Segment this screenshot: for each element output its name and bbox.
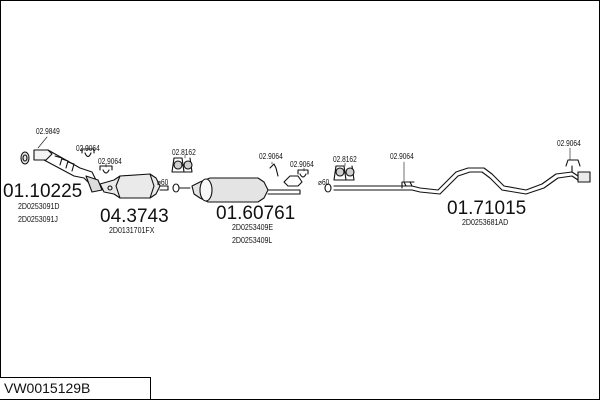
pipe-diameter-1: ⌀60 xyxy=(157,178,169,187)
oem-code-1b: 2D0253091J xyxy=(18,215,58,224)
accessory-code-1: 02.9849 xyxy=(36,127,60,136)
oem-code-3a: 2D0253409E xyxy=(232,223,274,232)
clamp-rear xyxy=(401,181,415,189)
assembly-id-box: VW0015129B xyxy=(0,377,151,399)
pipe-diameter-2: ⌀60 xyxy=(318,178,330,187)
accessory-code-7: 02.8162 xyxy=(333,155,357,164)
reference-number-4: 01.71015 xyxy=(447,198,527,219)
rubber-mount-left xyxy=(171,157,193,173)
connector-ring-2 xyxy=(324,183,332,193)
accessory-code-3: 02.9064 xyxy=(98,157,122,166)
assembly-id: VW0015129B xyxy=(4,380,91,396)
front-pipe xyxy=(33,149,103,193)
connector-ring xyxy=(172,183,191,193)
oem-code-4: 2D0253681AD xyxy=(462,218,509,227)
accessory-code-6: 02.9064 xyxy=(290,160,314,169)
accessory-code-5: 02.9064 xyxy=(259,152,283,161)
clamp-mid xyxy=(297,169,309,178)
accessory-code-9: 02.9064 xyxy=(557,139,581,148)
oem-code-2: 2D0131701FX xyxy=(109,226,155,235)
leader-lines xyxy=(37,136,571,182)
reference-number-3: 01.60761 xyxy=(216,203,296,224)
rubber-mount-right xyxy=(333,165,355,181)
catalytic-converter xyxy=(99,173,169,199)
front-flange-ring xyxy=(20,151,30,165)
oem-code-1a: 2D0253091D xyxy=(18,202,60,211)
front-silencer xyxy=(191,177,301,203)
reference-number-1: 01.10225 xyxy=(3,181,83,202)
accessory-code-4: 02.8162 xyxy=(172,148,196,157)
accessory-code-2: 02.9064 xyxy=(76,144,100,153)
hanger-tail xyxy=(565,159,581,173)
hanger-bracket-mid xyxy=(269,163,303,187)
oem-code-3b: 2D0253409L xyxy=(232,236,273,245)
rear-pipe xyxy=(333,167,591,195)
accessory-code-8: 02.9064 xyxy=(390,152,414,161)
reference-number-2: 04.3743 xyxy=(100,206,169,227)
